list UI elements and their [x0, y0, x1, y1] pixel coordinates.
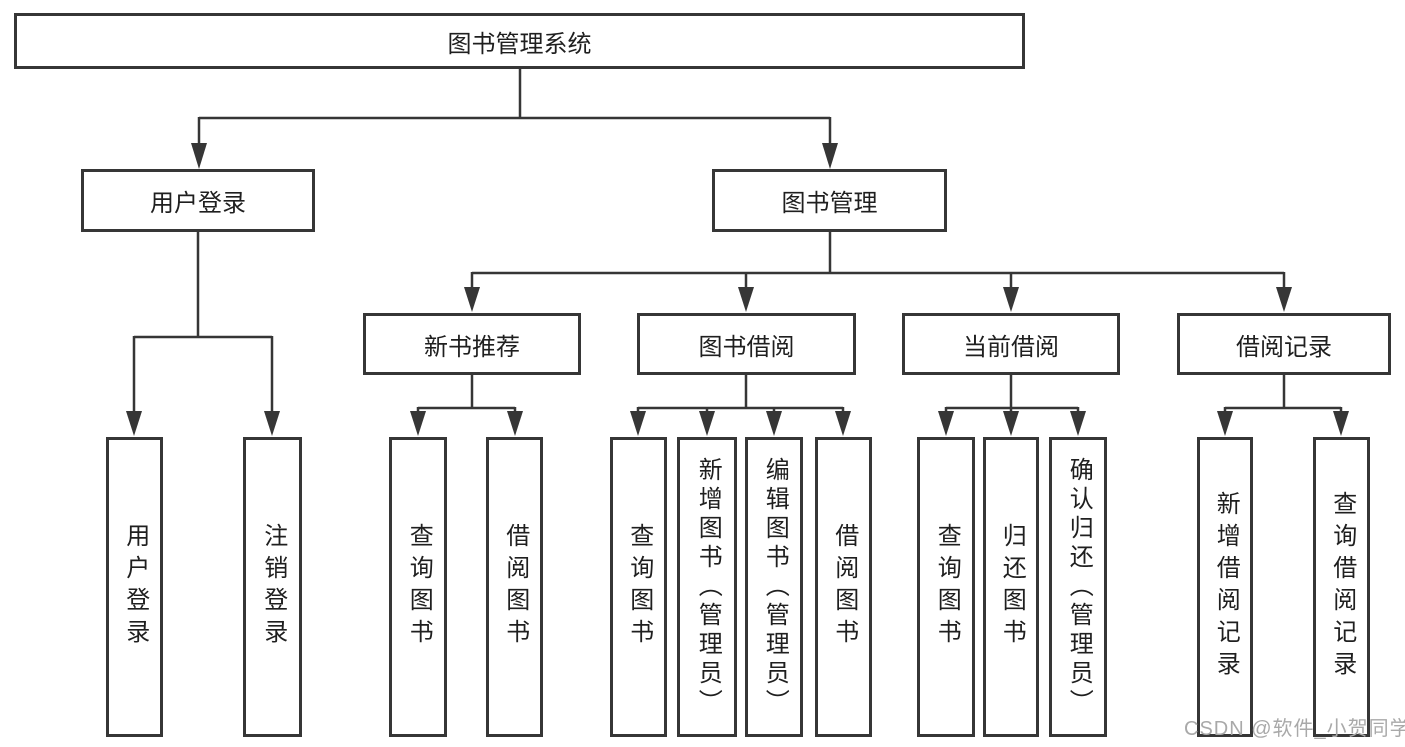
leaf-logout: 注销登录	[243, 437, 302, 737]
node-label: 注销登录	[259, 523, 287, 651]
node-label: 用户登录	[121, 523, 149, 651]
node-label: 用户登录	[150, 190, 246, 217]
node-label: 图书管理系统	[447, 30, 592, 58]
node-label: 查询借阅记录	[1328, 491, 1356, 683]
leaf-query-books: 查询图书	[917, 437, 975, 737]
node-label: 借阅图书	[830, 523, 858, 651]
leaf-user-login: 用户登录	[106, 437, 163, 737]
node-label: 查询图书	[625, 523, 653, 651]
leaf-query-books: 查询图书	[610, 437, 667, 737]
node-label: 新增图书（管理员）	[694, 456, 722, 718]
leaf-query-books: 查询图书	[389, 437, 447, 737]
node-current-borrowing: 当前借阅	[902, 313, 1120, 375]
leaf-query-borrow-record: 查询借阅记录	[1313, 437, 1370, 737]
node-label: 归还图书	[998, 523, 1026, 651]
node-label: 图书管理	[781, 190, 878, 217]
node-label: 借阅图书	[501, 523, 529, 651]
node-label: 当前借阅	[963, 333, 1059, 361]
leaf-add-books-admin: 新增图书（管理员）	[677, 437, 737, 737]
node-label: 借阅记录	[1236, 333, 1332, 361]
node-label: 查询图书	[933, 523, 961, 651]
leaf-return-books: 归还图书	[983, 437, 1039, 737]
leaf-edit-books-admin: 编辑图书（管理员）	[745, 437, 803, 737]
leaf-confirm-return-admin: 确认归还（管理员）	[1049, 437, 1107, 737]
csdn-watermark: CSDN @软件_小贺同学	[1184, 718, 1405, 740]
node-borrowing-records: 借阅记录	[1177, 313, 1391, 375]
node-book-management: 图书管理	[712, 169, 947, 232]
node-new-book-recommend: 新书推荐	[363, 313, 581, 375]
node-user-login: 用户登录	[81, 169, 315, 232]
node-label: 确认归还（管理员）	[1065, 456, 1093, 718]
node-label: 图书借阅	[698, 333, 795, 361]
node-label: 查询图书	[405, 523, 433, 651]
leaf-add-borrow-record: 新增借阅记录	[1197, 437, 1253, 737]
leaf-borrow-books: 借阅图书	[486, 437, 543, 737]
node-label: 编辑图书（管理员）	[761, 456, 789, 718]
leaf-borrow-books: 借阅图书	[815, 437, 872, 737]
node-book-borrowing: 图书借阅	[637, 313, 856, 375]
node-label: 新书推荐	[424, 333, 520, 361]
node-label: 新增借阅记录	[1212, 491, 1240, 683]
node-library-system: 图书管理系统	[14, 13, 1025, 69]
